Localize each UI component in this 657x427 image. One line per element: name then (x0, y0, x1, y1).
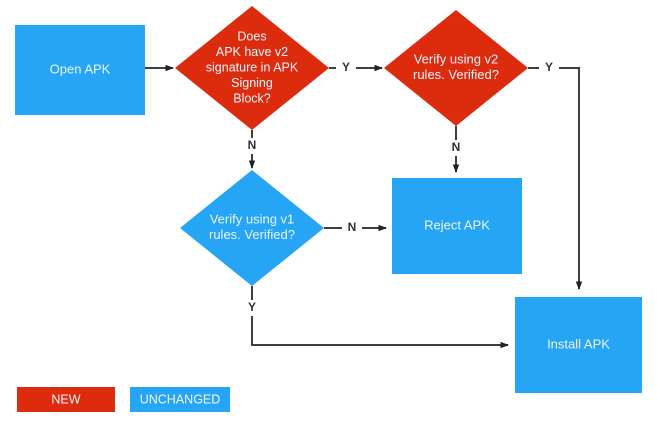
edge-verifyv2-no-to-reject: N (452, 126, 461, 173)
edge-label-hasv2-yes-to-verifyv2: Y (342, 60, 350, 74)
edge-label-verifyv1-no-to-reject: N (348, 220, 357, 234)
node-shape-rect (515, 297, 642, 393)
edges-layer: Y N N Y N Y (145, 60, 583, 349)
node-reject-apk[interactable]: Reject APK (392, 178, 522, 274)
node-install-apk[interactable]: Install APK (515, 297, 642, 393)
node-shape-rect (392, 178, 522, 274)
legend-new: NEW (17, 387, 115, 412)
node-shape-diamond (384, 10, 528, 126)
legend-label: UNCHANGED (140, 392, 221, 406)
node-shape-rect (15, 25, 145, 115)
legend-unchanged: UNCHANGED (130, 387, 230, 412)
legend-swatch (17, 387, 115, 412)
edge-verifyv1-no-to-reject: N (324, 220, 387, 234)
edge-verifyv2-yes-to-install: Y (528, 60, 583, 290)
node-shape-diamond (180, 170, 324, 286)
edge-label-hasv2-no-to-verifyv1: N (248, 138, 257, 152)
edge-segment (251, 316, 509, 349)
edge-label-verifyv1-yes-to-install: Y (248, 300, 256, 314)
edge-verifyv1-yes-to-install: Y (248, 286, 509, 349)
edge-segment (559, 67, 583, 290)
node-shape-diamond (175, 6, 329, 130)
edge-hasv2-no-to-verifyv1: N (248, 130, 257, 169)
legend-swatch (130, 387, 230, 412)
edge-label-verifyv2-yes-to-install: Y (545, 60, 553, 74)
legend-label: NEW (51, 392, 80, 406)
edge-hasv2-yes-to-verifyv2: Y (329, 60, 383, 74)
node-open-apk[interactable]: Open APK (15, 25, 145, 115)
legend-layer: NEW UNCHANGED (17, 387, 230, 412)
edge-label-verifyv2-no-to-reject: N (452, 140, 461, 154)
